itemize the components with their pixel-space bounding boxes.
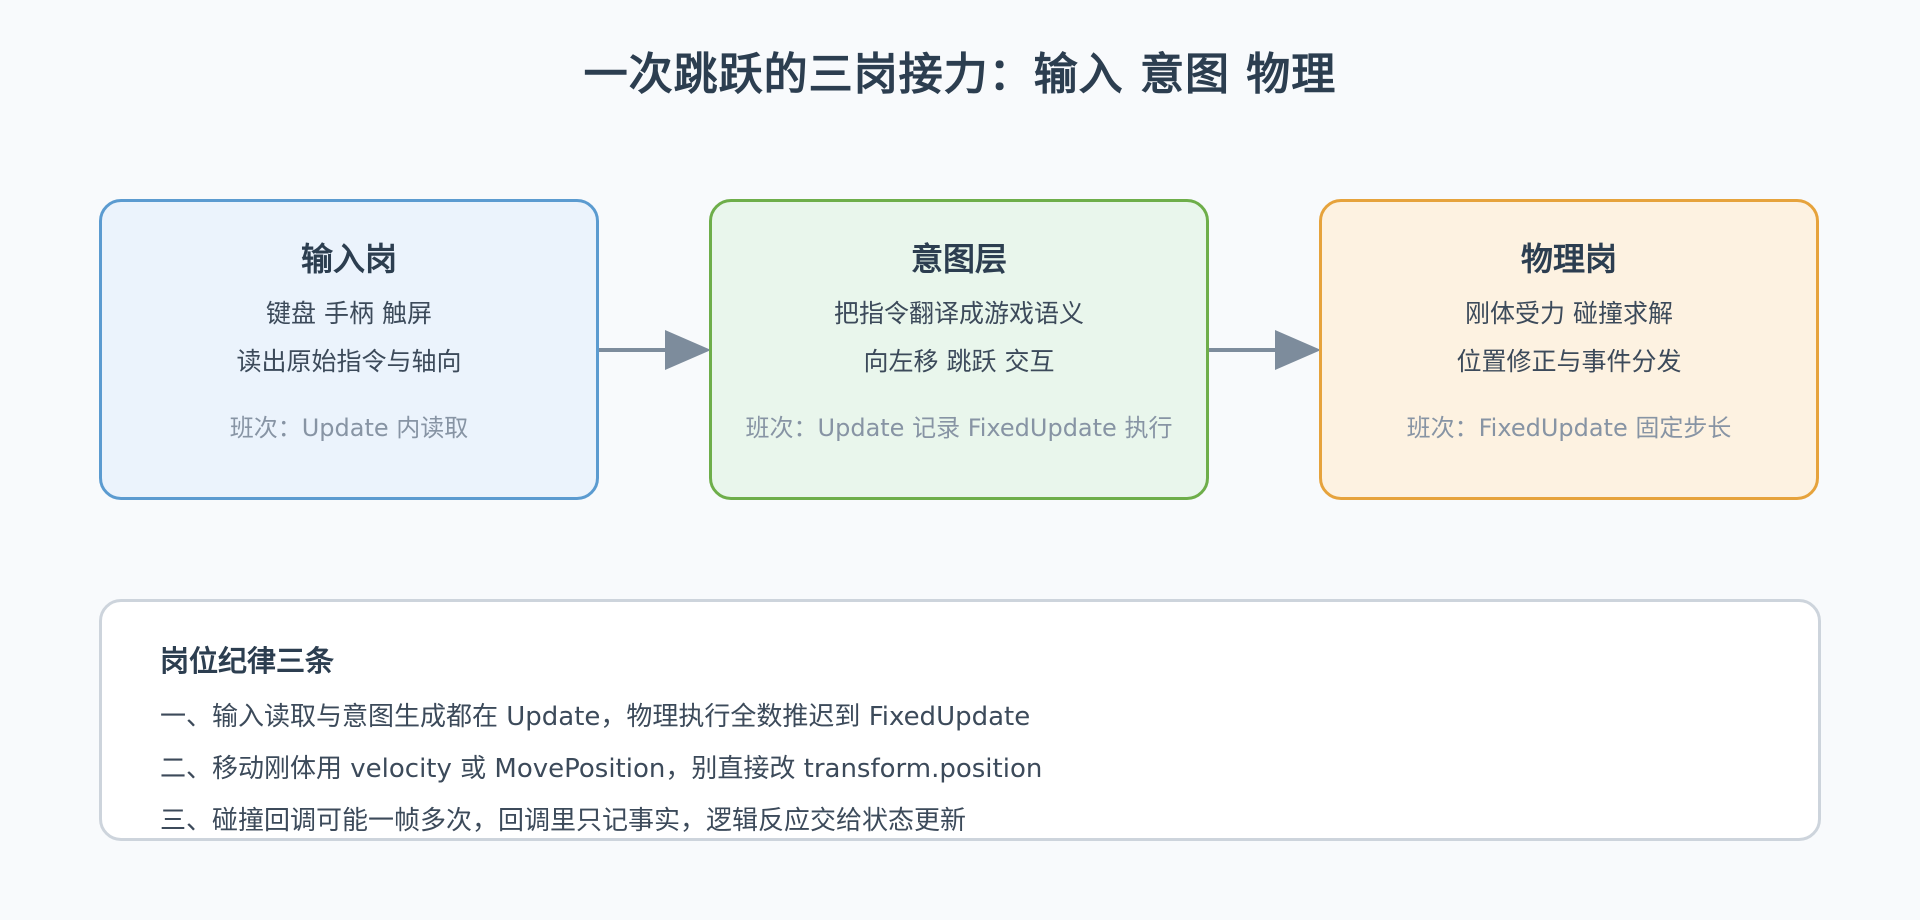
input-station-line-2: 读出原始指令与轴向 bbox=[236, 347, 462, 376]
rules-title: 岗位纪律三条 bbox=[160, 644, 335, 678]
physics-station-box: 物理岗 刚体受力 碰撞求解 位置修正与事件分发 班次：FixedUpdate 固… bbox=[1319, 199, 1819, 500]
arrow-intent-to-physics bbox=[1209, 330, 1321, 370]
physics-station-line-2: 位置修正与事件分发 bbox=[1456, 347, 1682, 376]
intent-layer-line-2: 向左移 跳跃 交互 bbox=[863, 347, 1055, 376]
rule-item-2: 二、移动刚体用 velocity 或 MovePosition，别直接改 tra… bbox=[160, 754, 1043, 784]
intent-layer-shift: 班次：Update 记录 FixedUpdate 执行 bbox=[745, 414, 1173, 442]
input-station-shift: 班次：Update 内读取 bbox=[229, 414, 469, 442]
intent-layer-title: 意图层 bbox=[910, 240, 1007, 278]
input-station-line-1: 键盘 手柄 触屏 bbox=[266, 299, 432, 328]
arrow-input-to-intent bbox=[599, 330, 711, 370]
input-station-box: 输入岗 键盘 手柄 触屏 读出原始指令与轴向 班次：Update 内读取 bbox=[99, 199, 599, 500]
intent-layer-box: 意图层 把指令翻译成游戏语义 向左移 跳跃 交互 班次：Update 记录 Fi… bbox=[709, 199, 1209, 500]
rule-item-1: 一、输入读取与意图生成都在 Update，物理执行全数推迟到 FixedUpda… bbox=[160, 702, 1031, 732]
rule-item-3: 三、碰撞回调可能一帧多次，回调里只记事实，逻辑反应交给状态更新 bbox=[160, 806, 967, 836]
intent-layer-line-1: 把指令翻译成游戏语义 bbox=[833, 299, 1084, 328]
physics-station-line-1: 刚体受力 碰撞求解 bbox=[1465, 299, 1673, 328]
physics-station-title: 物理岗 bbox=[1520, 240, 1617, 278]
rules-panel: 岗位纪律三条 一、输入读取与意图生成都在 Update，物理执行全数推迟到 Fi… bbox=[99, 599, 1821, 841]
input-station-title: 输入岗 bbox=[300, 240, 397, 278]
physics-station-shift: 班次：FixedUpdate 固定步长 bbox=[1406, 414, 1732, 442]
diagram-title: 一次跳跃的三岗接力：输入 意图 物理 bbox=[583, 49, 1337, 100]
